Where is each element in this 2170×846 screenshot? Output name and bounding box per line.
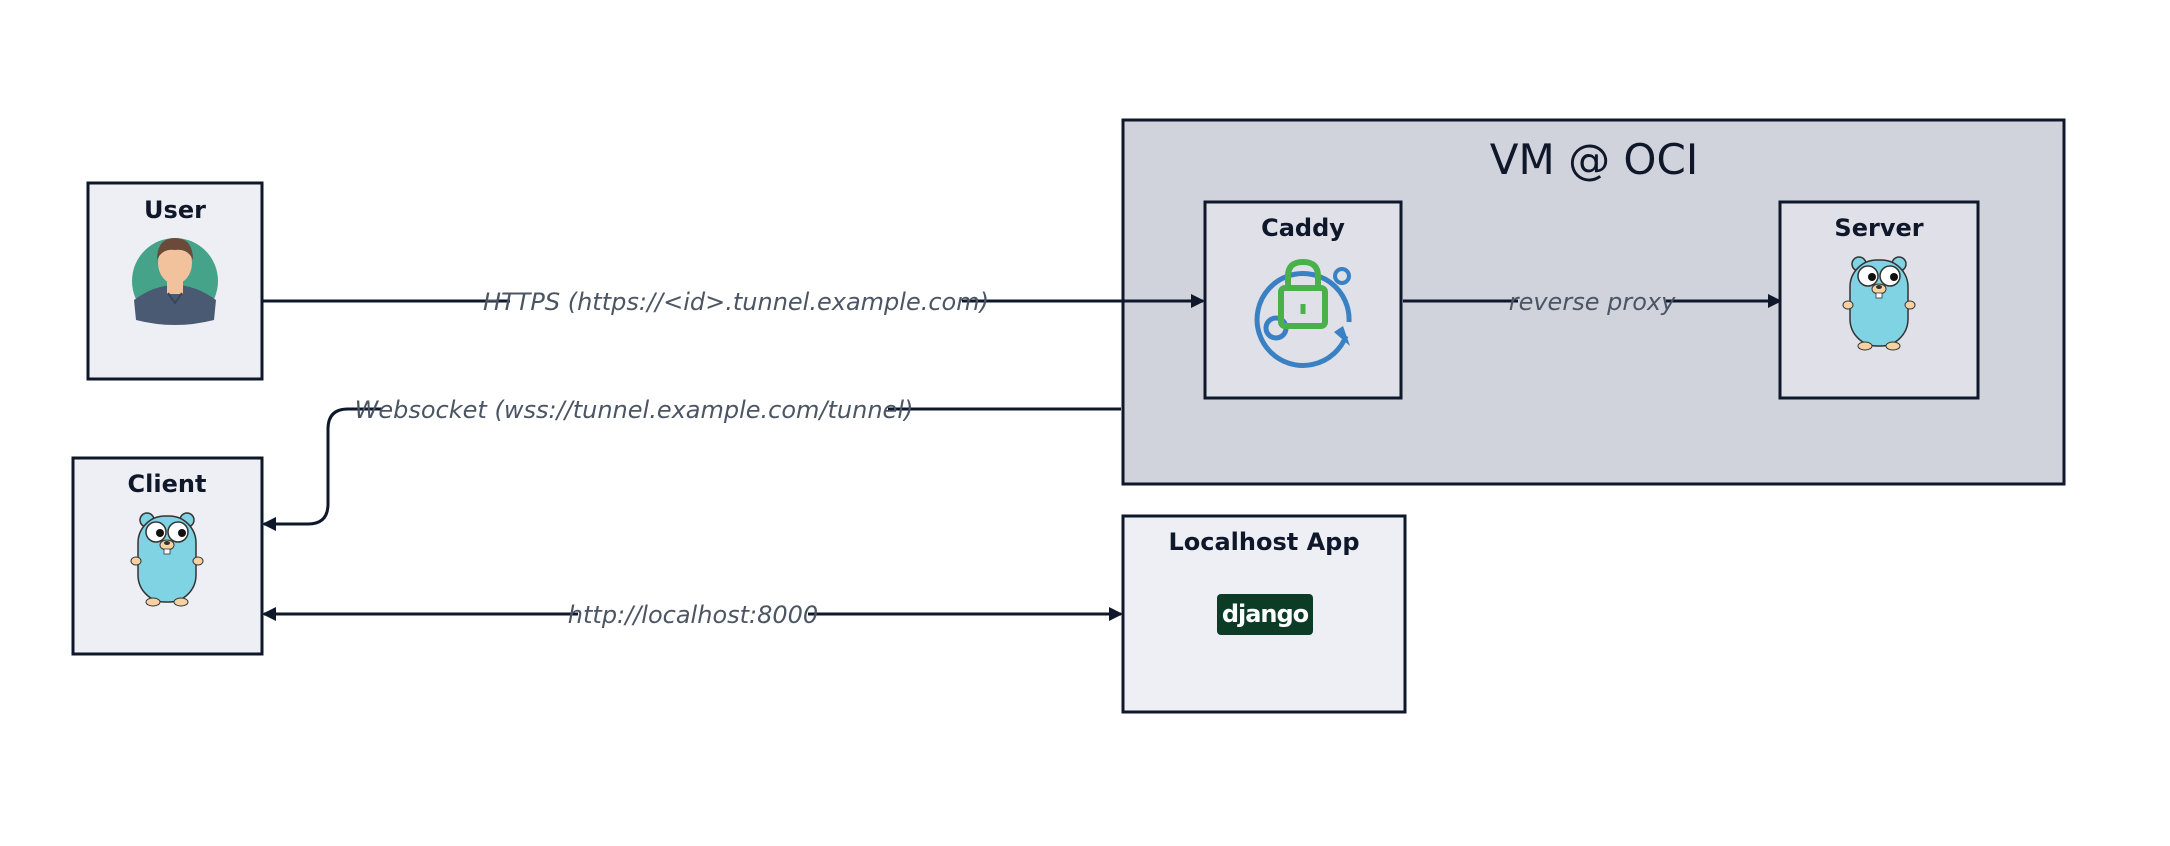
server-node: Server: [1778, 200, 1980, 400]
user-node: User: [86, 181, 264, 381]
localhost-app-title: Localhost App: [1168, 528, 1359, 556]
django-logo-text: django: [1222, 600, 1309, 628]
gopher-icon: [130, 512, 204, 607]
localhost-app-node: Localhost App django: [1121, 514, 1407, 714]
https-label-bg: [510, 286, 962, 316]
caddy-lock-icon: [1254, 258, 1352, 368]
reverse-proxy-edge-label: reverse proxy: [1509, 288, 1676, 316]
caddy-title: Caddy: [1261, 214, 1345, 242]
reverse-proxy-label-bg: [1518, 286, 1666, 316]
user-title: User: [144, 196, 206, 224]
websocket-edge: [262, 407, 1121, 531]
client-node: Client: [71, 456, 264, 656]
localhost-label-bg: [578, 599, 808, 629]
user-avatar-icon: [132, 238, 218, 325]
server-title: Server: [1834, 214, 1923, 242]
https-edge-label: HTTPS (https://<id>.tunnel.example.com): [483, 288, 989, 316]
websocket-edge-label: Websocket (wss://tunnel.example.com/tunn…: [355, 396, 914, 424]
django-logo: django: [1217, 594, 1313, 635]
gopher-icon: [1842, 256, 1916, 351]
localhost-edge-label: http://localhost:8000: [568, 601, 818, 629]
edge-labels: HTTPS (https://<id>.tunnel.example.com) …: [355, 286, 1676, 629]
vm-group-title: VM @ OCI: [1490, 135, 1698, 184]
caddy-node: Caddy: [1203, 200, 1403, 400]
websocket-label-bg: [382, 394, 888, 424]
client-title: Client: [128, 470, 207, 498]
